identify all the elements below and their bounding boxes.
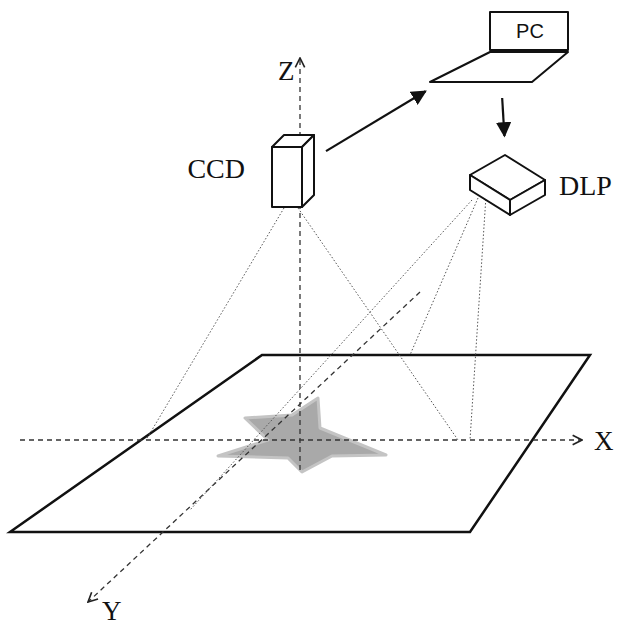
data-flow-arrow	[326, 91, 426, 151]
ccd-camera: CCD	[272, 135, 314, 207]
axis-label: Y	[102, 598, 122, 625]
device-outline	[272, 135, 314, 207]
device-label: DLP	[559, 172, 612, 200]
device-outline	[465, 150, 550, 220]
dlp-projector: DLP	[465, 150, 550, 220]
device-label: PC	[516, 21, 544, 41]
device-label: CCD	[187, 155, 245, 183]
axis-label: Z	[278, 58, 295, 85]
x-axis	[20, 439, 582, 440]
object-plane	[10, 355, 590, 532]
view-rays	[146, 196, 486, 510]
object-star	[218, 398, 386, 472]
axis-label: X	[594, 428, 614, 455]
device-outline	[428, 10, 570, 84]
z-axis	[299, 58, 300, 470]
pc-laptop: PC	[428, 10, 570, 84]
data-flow-arrow	[502, 98, 504, 136]
y-axis	[88, 292, 420, 602]
